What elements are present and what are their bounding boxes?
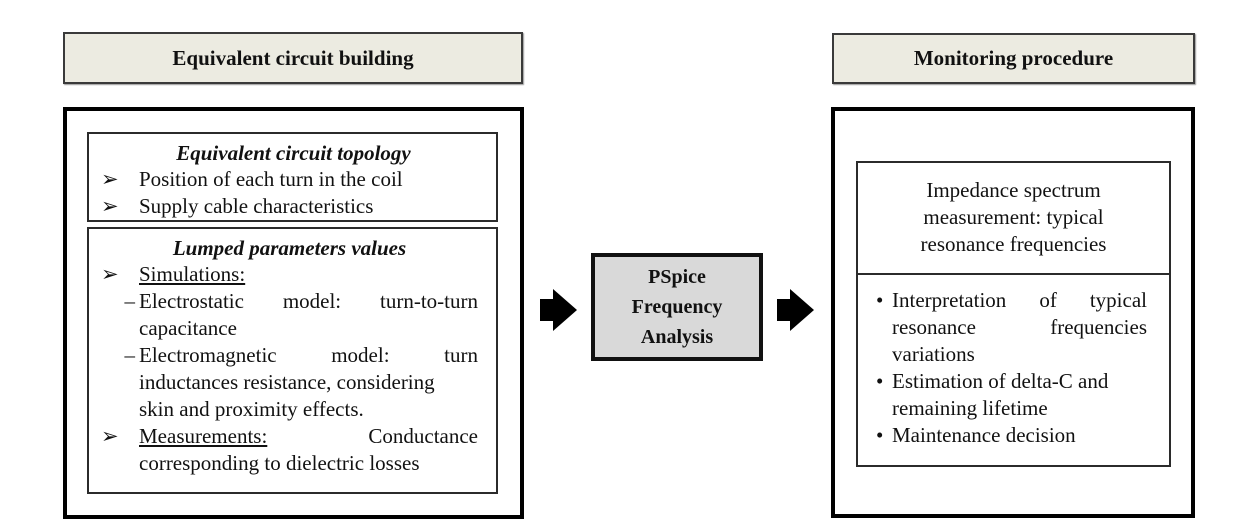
monitoring-steps-box: • Interpretation of typical resonance fr… bbox=[856, 273, 1171, 467]
electrostatic-item: – Electrostatic model: turn-to-turn capa… bbox=[101, 288, 478, 342]
pspice-line: Analysis bbox=[640, 326, 714, 348]
bullet-dot-icon: • bbox=[876, 369, 884, 393]
dash-bullet-icon: – bbox=[124, 343, 136, 367]
monitoring-step: • Estimation of delta-C and remaining li… bbox=[876, 368, 1147, 422]
step-text: variations bbox=[892, 342, 975, 366]
equivalent-circuit-header-label: Equivalent circuit building bbox=[172, 45, 414, 70]
electrostatic-text: model: bbox=[282, 289, 342, 313]
measurements-item: ➢ Measurements: Conductance bbox=[101, 423, 478, 450]
step-text: of bbox=[1039, 288, 1057, 312]
arrowhead-bullet-icon: ➢ bbox=[101, 194, 119, 218]
bullet-dot-icon: • bbox=[876, 423, 884, 447]
arrowhead-bullet-icon: ➢ bbox=[101, 167, 119, 191]
impedance-line: measurement: typical bbox=[923, 205, 1104, 229]
topology-item: ➢ Supply cable characteristics bbox=[101, 193, 486, 220]
lumped-parameters-title: Lumped parameters values bbox=[172, 236, 407, 260]
impedance-line: resonance frequencies bbox=[920, 232, 1107, 256]
monitoring-step: • Maintenance decision bbox=[876, 422, 1147, 449]
step-text: Estimation of delta-C and bbox=[892, 369, 1109, 393]
arrow-right-icon bbox=[777, 289, 814, 331]
topology-item-text: Supply cable characteristics bbox=[139, 194, 374, 218]
electromagnetic-text: inductances resistance, considering bbox=[139, 370, 435, 394]
arrowhead-bullet-icon: ➢ bbox=[101, 262, 119, 286]
step-text: frequencies bbox=[1050, 315, 1147, 339]
pspice-analysis-box: PSpice Frequency Analysis bbox=[591, 253, 763, 361]
step-text: resonance bbox=[892, 315, 976, 339]
monitoring-step: • Interpretation of typical resonance fr… bbox=[876, 287, 1147, 368]
electromagnetic-item: – Electromagnetic model: turn inductance… bbox=[101, 342, 478, 423]
pspice-line: Frequency bbox=[631, 296, 723, 318]
lumped-parameters-box: Lumped parameters values ➢ Simulations: … bbox=[87, 227, 498, 494]
measurements-label: Measurements: bbox=[139, 424, 268, 448]
impedance-line: Impedance spectrum bbox=[926, 178, 1101, 202]
monitoring-procedure-header: Monitoring procedure bbox=[832, 33, 1195, 84]
electromagnetic-text: model: bbox=[331, 343, 390, 367]
electrostatic-text: capacitance bbox=[139, 316, 237, 340]
topology-box: Equivalent circuit topology ➢ Position o… bbox=[87, 132, 498, 222]
measurements-text: corresponding to dielectric losses bbox=[139, 451, 420, 475]
electromagnetic-text: turn bbox=[444, 343, 478, 367]
dash-bullet-icon: – bbox=[124, 289, 136, 313]
step-text: Maintenance decision bbox=[892, 423, 1076, 447]
equivalent-circuit-header: Equivalent circuit building bbox=[63, 32, 523, 84]
pspice-line: PSpice bbox=[648, 266, 706, 288]
topology-item-text: Position of each turn in the coil bbox=[139, 167, 403, 191]
electromagnetic-text: skin and proximity effects. bbox=[139, 397, 364, 421]
arrowhead-bullet-icon: ➢ bbox=[101, 424, 119, 448]
step-text: Interpretation bbox=[892, 288, 1007, 312]
monitoring-procedure-header-label: Monitoring procedure bbox=[913, 46, 1114, 70]
step-text: typical bbox=[1089, 288, 1147, 312]
bullet-dot-icon: • bbox=[876, 288, 884, 312]
electrostatic-text: Electrostatic bbox=[139, 289, 244, 313]
simulations-label: Simulations: bbox=[139, 262, 246, 286]
topology-item: ➢ Position of each turn in the coil bbox=[101, 166, 486, 193]
impedance-spectrum-box: Impedance spectrum measurement: typical … bbox=[856, 161, 1171, 275]
arrow-right-icon bbox=[540, 289, 577, 331]
simulations-item: ➢ Simulations: bbox=[101, 261, 478, 288]
electromagnetic-text: Electromagnetic bbox=[139, 343, 277, 367]
measurements-text: Conductance bbox=[368, 424, 478, 448]
topology-title: Equivalent circuit topology bbox=[176, 141, 411, 165]
electrostatic-text: turn-to-turn bbox=[380, 289, 478, 313]
step-text: remaining lifetime bbox=[892, 396, 1048, 420]
